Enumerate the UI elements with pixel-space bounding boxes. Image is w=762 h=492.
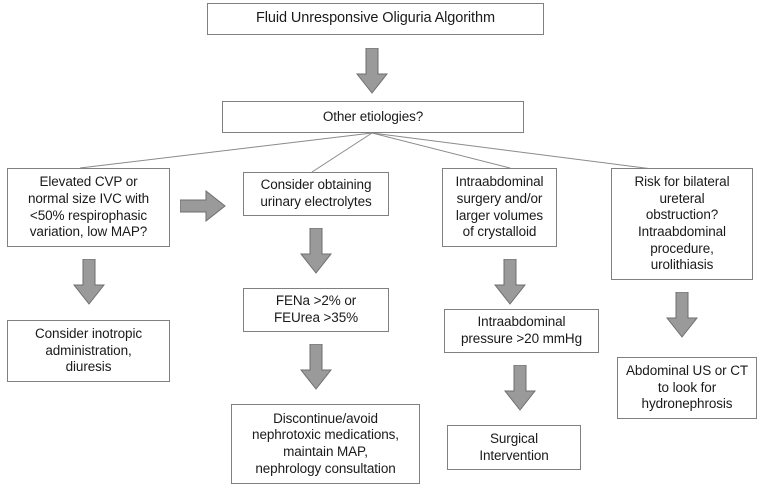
arrow-branch-3-to-step <box>494 259 526 305</box>
node-branch-3-outcome-surgical: Surgical Intervention <box>447 425 581 470</box>
arrow-branch-4-to-outcome <box>666 292 698 338</box>
arrow-branch-2-step-to-outcome <box>300 344 332 390</box>
node-branch-4-outcome-imaging: Abdominal US or CT to look for hydroneph… <box>617 357 757 419</box>
node-branch-3-intraabdominal-surgery: Intraabdominal surgery and/or larger vol… <box>442 168 557 247</box>
node-other-etiologies: Other etiologies? <box>222 101 524 133</box>
node-branch-2-urinary-electrolytes: Consider obtaining urinary electrolytes <box>243 172 389 216</box>
connector-to-branch-3 <box>371 132 511 169</box>
arrow-title-to-other-etiologies <box>356 48 388 94</box>
connector-to-branch-1 <box>79 132 373 169</box>
connector-to-branch-2 <box>311 132 373 173</box>
node-branch-1-elevated-cvp: Elevated CVP or normal size IVC with <50… <box>7 168 170 247</box>
node-branch-4-ureteral-obstruction: Risk for bilateral ureteral obstruction?… <box>611 168 753 280</box>
arrow-branch-1-to-outcome <box>73 259 105 305</box>
node-branch-2-step-fena: FENa >2% or FEUrea >35% <box>243 288 389 332</box>
arrow-branch-3-step-to-outcome <box>504 365 536 411</box>
connector-to-branch-4 <box>371 132 677 173</box>
node-branch-2-outcome-nephrotoxic: Discontinue/avoid nephrotoxic medication… <box>231 404 420 484</box>
node-branch-3-step-pressure: Intraabdominal pressure >20 mmHg <box>444 309 599 353</box>
node-branch-1-outcome-inotropic: Consider inotropic administration, diure… <box>7 320 170 382</box>
node-title: Fluid Unresponsive Oliguria Algorithm <box>207 3 544 35</box>
arrow-branch-1-to-branch-2 <box>180 190 226 222</box>
arrow-branch-2-to-step <box>300 228 332 274</box>
